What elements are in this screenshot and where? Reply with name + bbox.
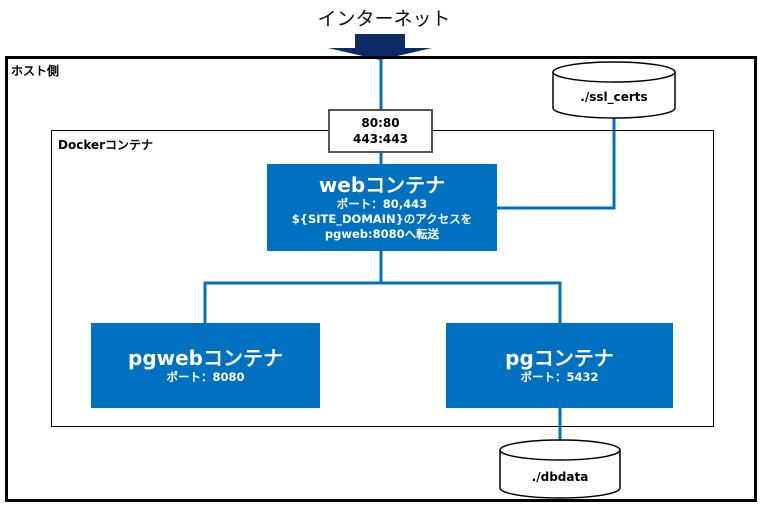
- port-mapping-https: 443:443: [353, 132, 408, 146]
- port-mapping-box: 80:80 443:443: [328, 109, 433, 153]
- web-container: webコンテナ ポート：80,443 ${SITE_DOMAIN}のアクセスを …: [267, 164, 497, 251]
- ssl-certs-label: ./ssl_certs: [580, 90, 648, 104]
- pgweb-container: pgwebコンテナ ポート：8080: [91, 323, 320, 408]
- web-container-title: webコンテナ: [318, 173, 446, 197]
- ssl-connector: [497, 118, 616, 210]
- port-mapping-http: 80:80: [361, 116, 400, 130]
- pgweb-container-title: pgwebコンテナ: [128, 346, 283, 370]
- docker-label: Dockerコンテナ: [58, 138, 154, 152]
- dbdata-label: ./dbdata: [531, 470, 589, 484]
- pg-container: pgコンテナ ポート：5432: [446, 323, 673, 408]
- branch-connector: [203, 281, 562, 323]
- ssl-certs-cylinder-icon: [552, 61, 676, 119]
- host-boundary: [5, 56, 757, 502]
- pg-container-title: pgコンテナ: [505, 346, 614, 370]
- internet-arrow: [328, 34, 432, 60]
- web-container-port: ポート：80,443: [336, 197, 428, 211]
- dbdata-cylinder-icon: [499, 439, 621, 499]
- pgweb-container-port: ポート：8080: [166, 370, 245, 384]
- internet-label: インターネット: [317, 8, 451, 30]
- pg-container-port: ポート：5432: [520, 370, 599, 384]
- host-label: ホスト側: [11, 64, 60, 78]
- web-container-desc-2: pgweb:8080へ転送: [324, 227, 440, 241]
- web-container-desc-1: ${SITE_DOMAIN}のアクセスを: [291, 212, 473, 226]
